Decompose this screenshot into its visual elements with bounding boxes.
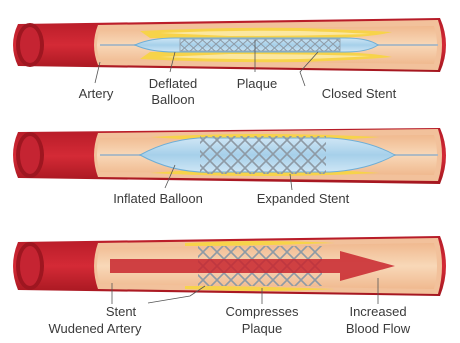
plaque-label: Plaque (237, 76, 277, 91)
expanded-stent-label: Expanded Stent (257, 191, 350, 206)
panel-widened-artery: Stent Wudened Artery Compresses Plaque I… (13, 236, 446, 336)
artery-label: Artery (79, 86, 114, 101)
expanded-stent (200, 136, 326, 174)
compresses-plaque-label-line2: Plaque (242, 321, 282, 336)
inflated-balloon-label: Inflated Balloon (113, 191, 203, 206)
closed-stent-label: Closed Stent (322, 86, 397, 101)
deflated-balloon-label-line2: Balloon (151, 92, 194, 107)
compresses-plaque-label-line1: Compresses (226, 304, 299, 319)
stent-label: Stent (106, 304, 137, 319)
panel-inflated-balloon: Inflated Balloon Expanded Stent (13, 128, 446, 206)
deflated-balloon-label-line1: Deflated (149, 76, 197, 91)
panel-closed-stent: Artery Deflated Balloon Plaque Closed St… (13, 18, 446, 107)
blood-flow-label-line1: Increased (349, 304, 406, 319)
widened-artery-label: Wudened Artery (49, 321, 142, 336)
blood-flow-label-line2: Blood Flow (346, 321, 411, 336)
closed-stent (180, 39, 340, 51)
